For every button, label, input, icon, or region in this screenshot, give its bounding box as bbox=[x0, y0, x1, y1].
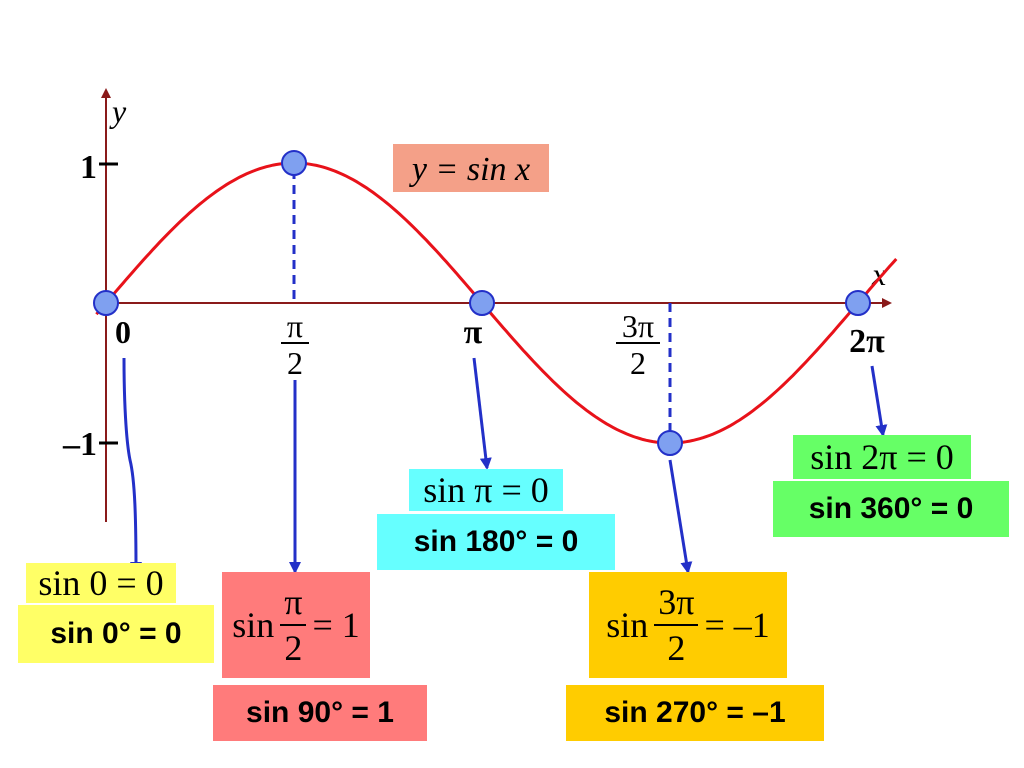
arrow-to-sin180-label bbox=[472, 357, 492, 470]
x-tick-label-pi-over-2-num: π bbox=[287, 308, 303, 344]
highlight-point-2 bbox=[469, 290, 495, 316]
sin270-suffix: = –1 bbox=[704, 605, 770, 645]
sin90-radian-label: sin π 2 = 1 bbox=[222, 572, 370, 678]
sin270-degree-label: sin 270° = –1 bbox=[566, 685, 824, 741]
sin0-degree-label: sin 0° = 0 bbox=[18, 605, 214, 663]
sin270-fraction-num: 3π bbox=[654, 584, 699, 626]
sin270-prefix: sin bbox=[606, 605, 649, 645]
sin180-degree-label: sin 180° = 0 bbox=[377, 514, 615, 570]
equation-box bbox=[393, 144, 549, 192]
x-tick-label-2pi: 2π bbox=[849, 323, 885, 360]
arrow-to-sin270-label bbox=[668, 459, 693, 574]
sin90-fraction-num: π bbox=[280, 584, 307, 626]
sin90-prefix: sin bbox=[232, 605, 275, 645]
x-tick-label-3pi-over-2-num: 3π bbox=[622, 308, 654, 344]
sin270-radian-label: sin 3π 2 = –1 bbox=[589, 572, 787, 678]
sin180-radian-label: sin π = 0 bbox=[409, 469, 563, 511]
x-tick-label-0: 0 bbox=[115, 314, 131, 350]
sin270-fraction: 3π 2 bbox=[654, 584, 699, 668]
x-tick-label-pi: π bbox=[464, 314, 483, 351]
sin90-fraction-den: 2 bbox=[284, 628, 303, 668]
y-axis-label: y bbox=[109, 93, 127, 129]
y-tick-label-1: 1 bbox=[80, 149, 97, 186]
highlight-point-0 bbox=[93, 290, 119, 316]
highlight-point-4 bbox=[845, 290, 871, 316]
highlight-point-1 bbox=[281, 150, 307, 176]
sin90-fraction: π 2 bbox=[280, 584, 307, 668]
sin360-radian-label: sin 2π = 0 bbox=[793, 435, 971, 479]
sin90-degree-label: sin 90° = 1 bbox=[213, 685, 427, 741]
highlight-point-3 bbox=[657, 430, 683, 456]
equation-text: y = sin x bbox=[409, 151, 530, 188]
sine-curve bbox=[95, 161, 898, 445]
x-tick-label-3pi-over-2-den: 2 bbox=[630, 345, 646, 381]
highlighted-points bbox=[93, 150, 871, 456]
sin0-radian-label: sin 0 = 0 bbox=[26, 563, 176, 603]
sin360-degree-label: sin 360° = 0 bbox=[773, 481, 1009, 537]
sin90-suffix: = 1 bbox=[312, 605, 360, 645]
arrow-to-sin360-label bbox=[870, 365, 888, 437]
arrow-to-sin0-label bbox=[122, 357, 142, 574]
y-tick-label-minus-1: –1 bbox=[62, 426, 97, 463]
sin270-fraction-den: 2 bbox=[667, 628, 686, 668]
x-tick-label-pi-over-2-den: 2 bbox=[287, 345, 303, 381]
